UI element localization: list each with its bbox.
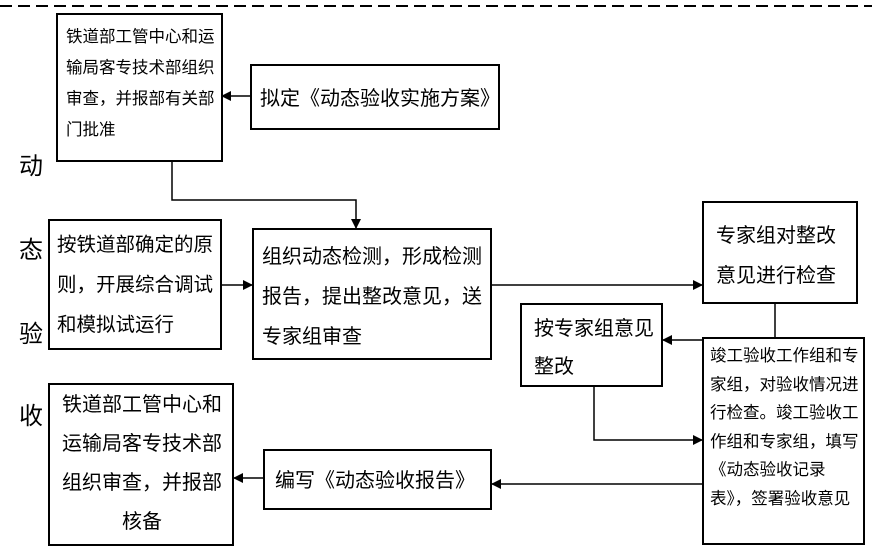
write-report-text: 编写《动态验收报告》 — [275, 468, 475, 492]
expert-check-box: 专家组对整改意见进行检查 — [702, 201, 858, 304]
side-label-char-3: 验 — [19, 320, 43, 348]
review-bottom-text: 铁道部工管中心和运输局客专技术部组织审查，并报部核备 — [62, 392, 222, 533]
arrow-rectify-to-completion — [593, 387, 703, 445]
completion-text: 竣工验收工作组和专家组，对验收情况进行检查。竣工验收工作组和专家组，填写《动态验… — [710, 346, 859, 508]
rectify-text: 按专家组意见整改 — [534, 316, 654, 378]
principle-box: 按铁道部确定的原则，开展综合调试和模拟试运行 — [48, 219, 222, 350]
review-top-box: 铁道部工管中心和运输局客专技术部组织审查，并报部有关部门批准 — [56, 13, 223, 162]
draft-plan-text: 拟定《动态验收实施方案》 — [260, 86, 500, 110]
expert-check-text: 专家组对整改意见进行检查 — [716, 223, 836, 287]
side-label-char-2: 态 — [19, 236, 43, 264]
write-report-box: 编写《动态验收报告》 — [263, 449, 492, 510]
side-label-char-4: 收 — [19, 402, 43, 430]
review-top-text: 铁道部工管中心和运输局客专技术部组织审查，并报部有关部门批准 — [66, 27, 215, 139]
draft-plan-box: 拟定《动态验收实施方案》 — [250, 64, 500, 130]
review-bottom-box: 铁道部工管中心和运输局客专技术部组织审查，并报部核备 — [48, 383, 234, 546]
side-label-char-1: 动 — [19, 152, 43, 180]
arrow-expert-to-rectify — [662, 304, 776, 345]
principle-text: 按铁道部确定的原则，开展综合调试和模拟试运行 — [57, 233, 214, 336]
rectify-box: 按专家组意见整改 — [520, 303, 663, 387]
completion-box: 竣工验收工作组和专家组，对验收情况进行检查。竣工验收工作组和专家组，填写《动态验… — [702, 337, 865, 545]
detection-text: 组织动态检测，形成检测报告，提出整改意见，送专家组审查 — [262, 244, 482, 348]
detection-box: 组织动态检测，形成检测报告，提出整改意见，送专家组审查 — [252, 228, 492, 360]
arrow-review-to-detection — [171, 162, 361, 229]
